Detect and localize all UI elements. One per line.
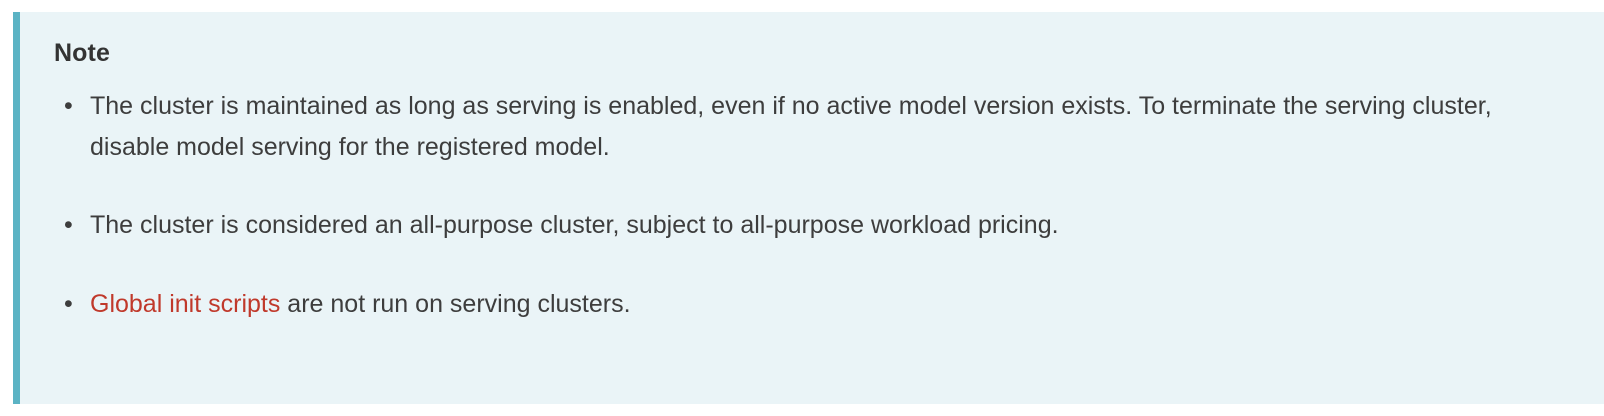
list-item-text: are not run on serving clusters. bbox=[280, 289, 631, 318]
list-item-text: The cluster is considered an all-purpose… bbox=[90, 211, 1059, 239]
bullet-icon: • bbox=[64, 289, 73, 318]
global-init-scripts-link[interactable]: Global init scripts bbox=[90, 289, 281, 318]
bullet-icon: • bbox=[64, 211, 73, 239]
note-callout: Note • The cluster is maintained as long… bbox=[13, 12, 1604, 404]
list-item: • The cluster is considered an all-purpo… bbox=[54, 205, 1510, 246]
list-item: • The cluster is maintained as long as s… bbox=[54, 86, 1510, 167]
list-item-text: The cluster is maintained as long as ser… bbox=[90, 92, 1492, 161]
list-item: • Global init scripts are not run on ser… bbox=[54, 284, 1510, 325]
bullet-icon: • bbox=[64, 92, 73, 120]
note-bullet-list: • The cluster is maintained as long as s… bbox=[54, 86, 1574, 324]
note-title: Note bbox=[54, 39, 110, 67]
